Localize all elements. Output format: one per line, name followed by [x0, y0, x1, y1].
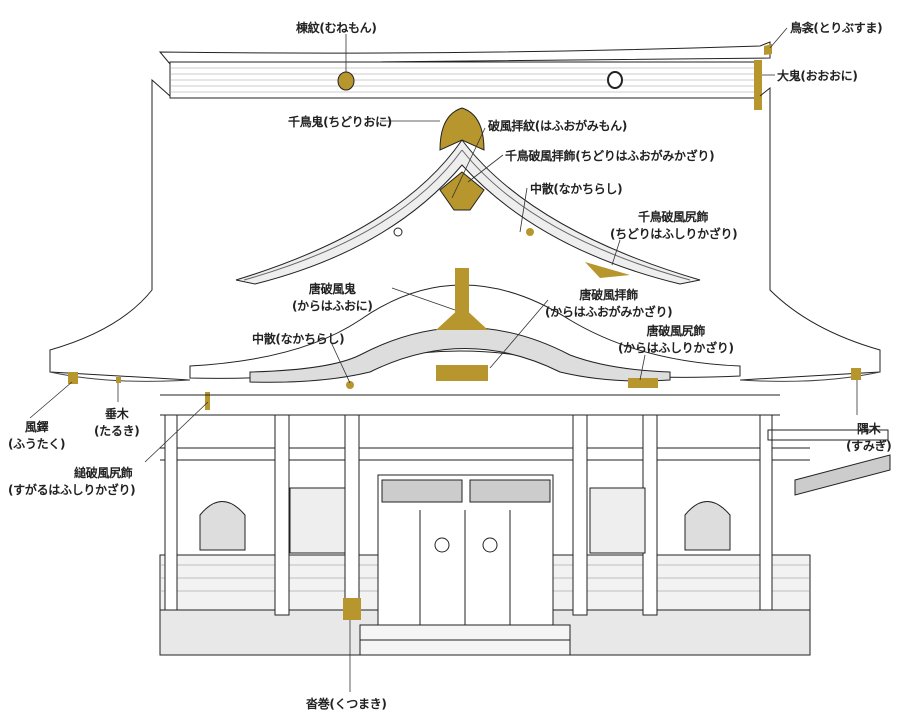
label-kanji: 唐破風鬼 — [308, 282, 356, 296]
label-karahafushiri: 唐破風尻飾 (からはふしりかざり) — [618, 322, 734, 356]
oni-tile — [754, 60, 762, 110]
label-chidorihafushiri: 千鳥破風尻飾 (ちどりはふしりかざり) — [610, 208, 738, 242]
label-karahafuogami: 唐破風拝飾 (からはふおがみかざり) — [545, 286, 673, 320]
label-kanji: 唐破風拝飾 — [579, 288, 638, 302]
label-taruki: 垂木 (たるき) — [94, 405, 140, 439]
label-kana: (からはふおがみかざり) — [545, 305, 673, 319]
chidori-gable — [235, 107, 701, 285]
label-karahafuoni: 唐破風鬼 (からはふおに) — [292, 280, 373, 314]
label-toribusuma: 鳥衾(とりぶすま) — [790, 21, 883, 35]
label-kana: (ちどりはふしりかざり) — [610, 227, 738, 241]
label-nakachirashi-lower: 中散(なかちらし) — [252, 332, 345, 346]
kara-gable — [189, 268, 741, 389]
label-sumigi: 隅木 (すみぎ) — [846, 420, 892, 454]
label-kanji: 唐破風尻飾 — [646, 324, 706, 338]
label-munemon: 棟紋(むねもん) — [296, 21, 377, 35]
label-kana: (ふうたく) — [8, 437, 66, 451]
leader-lines — [29, 27, 858, 692]
label-kana: (すみぎ) — [846, 439, 892, 453]
label-kanji: 垂木 — [105, 407, 129, 421]
label-nakachirashi-upper: 中散(なかちらし) — [530, 182, 623, 196]
label-chidorioni: 千鳥鬼(ちどりおに) — [288, 115, 392, 129]
label-kanji: 隅木 — [857, 422, 881, 436]
label-kanji: 縋破風尻飾 — [74, 466, 133, 480]
label-kana: (たるき) — [94, 424, 140, 438]
label-sugaruhafushiri: 縋破風尻飾 (すがるはふしりかざり) — [8, 464, 136, 498]
label-kanji: 千鳥破風尻飾 — [638, 210, 709, 224]
label-futaku: 風鐸 (ふうたく) — [8, 418, 65, 452]
label-oooni: 大鬼(おおおに) — [777, 69, 858, 83]
ridge-crest — [337, 71, 355, 91]
label-kana: (からはふしりかざり) — [618, 341, 734, 355]
label-hafuogamimon: 破風拝紋(はふおがみもん) — [488, 119, 628, 133]
label-kana: (すがるはふしりかざり) — [8, 483, 136, 497]
label-chidorihafuogamikazari: 千鳥破風拝飾(ちどりはふおがみかざり) — [505, 149, 715, 163]
label-kutsumaki: 沓巻(くつまき) — [306, 697, 387, 711]
label-kana: (からはふおに) — [292, 299, 373, 313]
label-kanji: 風鐸 — [24, 420, 49, 434]
ridge — [158, 41, 772, 110]
